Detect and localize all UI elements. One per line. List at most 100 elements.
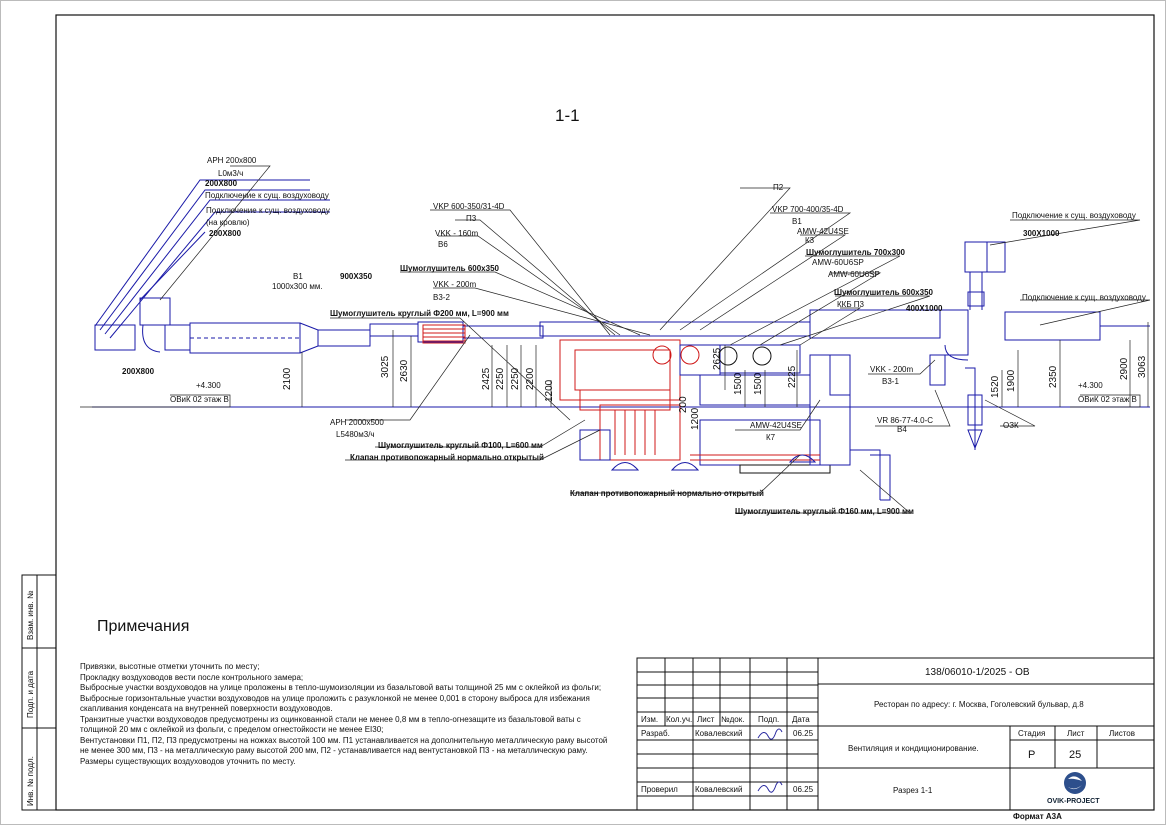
label-conn-existing-4: Подключение к сущ. воздуховоду	[1022, 293, 1146, 302]
label-floor-r: ОВиК 02 этаж В	[1078, 395, 1137, 404]
label-l0m3: L0м3/ч	[218, 169, 243, 178]
dim-2225: 2225	[787, 365, 798, 388]
label-conn-existing-2: Подключение к сущ. воздуховоду	[206, 206, 330, 215]
prov-name: Ковалевский	[695, 785, 743, 794]
prov-label: Проверил	[641, 785, 678, 794]
note-line: Размеры существующих воздуховодов уточни…	[80, 756, 296, 766]
sheet-value: 25	[1069, 749, 1082, 761]
dimension-lines	[301, 322, 1149, 407]
section-name: Вентиляция и кондиционирование.	[848, 744, 979, 753]
label-300x1000: 300Х1000	[1023, 229, 1060, 238]
note-line: не менее 300 мм, П3 - на металлическую р…	[80, 746, 588, 755]
object-name: Ресторан по адресу: г. Москва, Гоголевск…	[874, 700, 1084, 709]
label-b4: В4	[897, 425, 907, 434]
stage-value: Р	[1028, 749, 1036, 761]
label-amw-42u4se-a: AMW-42U4SE	[797, 227, 849, 236]
label-vkp-600: VKP 600-350/31-4D	[433, 202, 505, 211]
dim-2250a: 2250	[495, 367, 506, 390]
left-ducts	[94, 179, 544, 354]
dim-1200a: 1200	[544, 379, 555, 402]
label-200x800-c: 200Х800	[122, 367, 155, 376]
razrab-name: Ковалевский	[695, 729, 743, 738]
col-ndok: №док.	[721, 715, 745, 724]
label-k7: К7	[766, 433, 776, 442]
label-ozk: ОЗК	[1003, 421, 1019, 430]
right-ducts	[809, 241, 1150, 450]
label-amw-60u6sp-b: AMW-60U6SP	[828, 270, 880, 279]
note-line: Вентустановки П1, П2, П3 предусмотрены н…	[80, 735, 608, 745]
label-silencer-round-160: Шумоглушитель круглый Ф160 мм, L=900 мм	[735, 507, 914, 516]
company-logo	[1064, 772, 1086, 794]
label-floor-l: ОВиК 02 этаж В	[170, 395, 229, 404]
label-vkk-200-b: VKK - 200m	[870, 365, 913, 374]
signature-razrab	[757, 728, 783, 740]
label-silencer-600x350-b: Шумоглушитель 600х350	[834, 288, 934, 297]
label-200x800-a: 200Х800	[205, 179, 238, 188]
dim-1500a: 1500	[733, 372, 744, 395]
note-line: Привязки, высотные отметки уточнить по м…	[80, 662, 260, 671]
title-block	[636, 657, 1155, 811]
col-data: Дата	[792, 715, 810, 724]
note-line: Прокладку воздуховодов вести после контр…	[80, 672, 304, 682]
note-line: Выбросные горизонтальные участки воздухо…	[80, 693, 590, 703]
dim-2350: 2350	[1048, 365, 1059, 388]
label-elev-4300-l: +4.300	[196, 381, 221, 390]
label-p2: П2	[773, 183, 784, 192]
dim-1900: 1900	[1006, 369, 1017, 392]
sheets-header: Листов	[1109, 729, 1135, 738]
dim-2425: 2425	[481, 367, 492, 390]
side-stamp	[21, 574, 57, 811]
doc-code: 138/06010-1/2025 - ОВ	[925, 667, 1030, 678]
dim-3025: 3025	[380, 355, 391, 378]
label-silencer-600x350-a: Шумоглушитель 600х350	[400, 264, 500, 273]
note-line: толщиной 20 мм с оклейкой из фольги, с п…	[80, 725, 384, 734]
label-fire-valve-1: Клапан противопожарный нормально открыты…	[350, 453, 544, 462]
company-name: OVIK-PROJECT	[1047, 798, 1100, 805]
dim-2200: 2200	[525, 367, 536, 390]
label-200x800-b: 200Х800	[209, 229, 242, 238]
label-elev-4300-r: +4.300	[1078, 381, 1103, 390]
label-1000x300: 1000х300 мм.	[272, 282, 323, 291]
sheet-header: Лист	[1067, 729, 1085, 738]
dim-2625: 2625	[712, 347, 723, 370]
note-line: Транзитные участки воздуховодов предусмо…	[80, 714, 581, 724]
label-conn-existing-3: Подключение к сущ. воздуховоду	[1012, 211, 1136, 220]
notes-heading: Примечания	[97, 618, 190, 635]
note-line: скапливания конденсата на внутренней пов…	[80, 704, 333, 713]
label-arn-200x800: АРН 200х800	[207, 156, 257, 165]
drawing-frame	[55, 14, 1155, 811]
dim-2900: 2900	[1119, 357, 1130, 380]
silencer-rect	[422, 324, 466, 344]
label-400x1000: 400Х1000	[906, 304, 943, 313]
section-title: 1-1	[555, 106, 580, 125]
label-silencer-700x300: Шумоглушитель 700х300	[806, 248, 906, 257]
label-b1-a: В1	[293, 272, 303, 281]
label-amw-60u6sp-a: AMW-60U6SP	[812, 258, 864, 267]
label-k3: К3	[805, 236, 815, 245]
label-vkk-200-a: VKK - 200m	[433, 280, 476, 289]
sheet-name: Разрез 1-1	[893, 786, 933, 795]
label-b3-1: В3-1	[882, 377, 899, 386]
notes-list: Привязки, высотные отметки уточнить по м…	[80, 662, 640, 767]
note-line: Выбросные участки воздуховодов на улице …	[80, 683, 602, 692]
label-amw-42u4se-b: AMW-42U4SE	[750, 421, 802, 430]
label-na-krovlyu: (на кровлю)	[206, 218, 250, 227]
stamp-vzam: Взам. инв. №	[26, 590, 35, 640]
razrab-date: 06.25	[793, 729, 814, 738]
stamp-inv: Инв. № подл.	[26, 756, 35, 806]
dim-3063: 3063	[1137, 355, 1148, 378]
dim-200: 200	[678, 396, 689, 413]
col-kol: Кол.уч.	[666, 715, 693, 724]
label-p3-a: П3	[466, 214, 477, 223]
label-vkp-700: VKP 700-400/35-4D	[772, 205, 844, 214]
central-equipment	[539, 321, 891, 501]
col-podp: Подп.	[758, 715, 780, 724]
dim-2250b: 2250	[510, 367, 521, 390]
stamp-podp: Подп. и дата	[26, 670, 35, 718]
razrab-label: Разраб.	[641, 729, 670, 738]
label-silencer-round-100: Шумоглушитель круглый Ф100, L=600 мм	[378, 441, 543, 450]
label-b3-2: В3-2	[433, 293, 450, 302]
dim-1520: 1520	[990, 375, 1001, 398]
dim-2100: 2100	[282, 367, 293, 390]
